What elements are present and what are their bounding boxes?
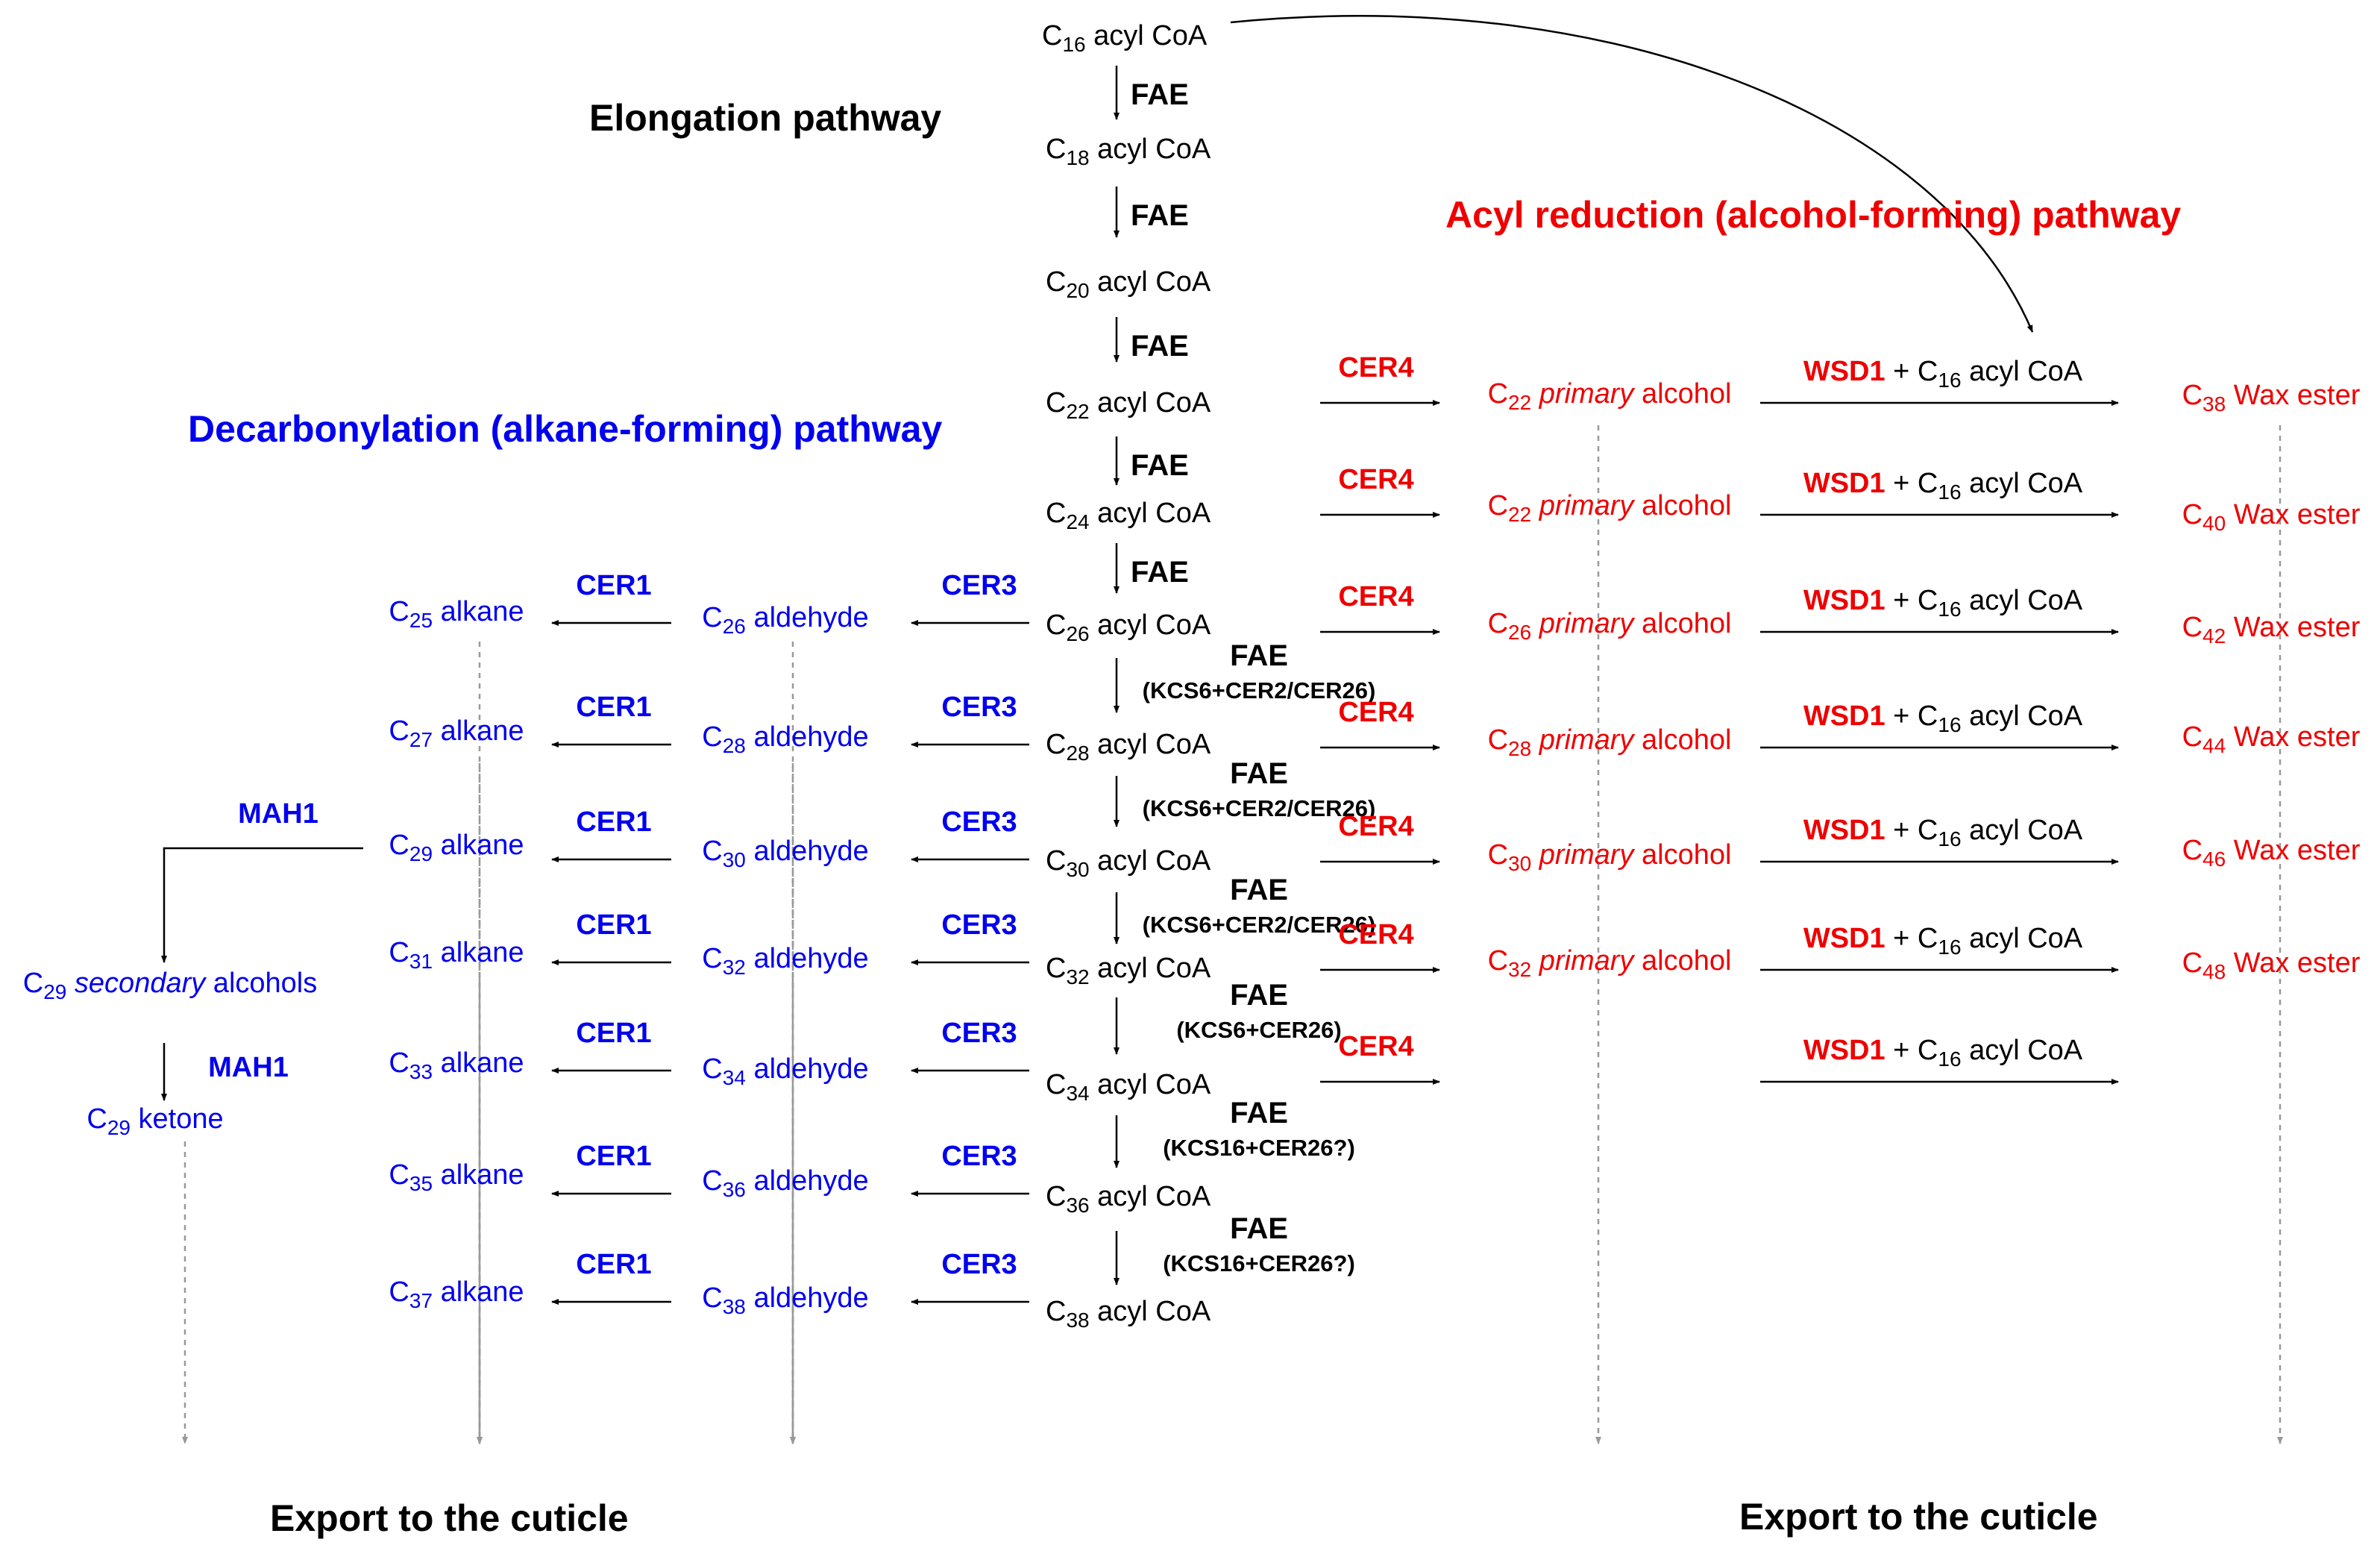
acyl-coa-28: C28 acyl CoA [1046, 729, 1211, 765]
wsd1-label-5: WSD1 + C16 acyl CoA [1803, 923, 2083, 959]
aldehyde-38: C38 aldehyde [702, 1282, 868, 1318]
cer1-label-36: CER1 [576, 1141, 651, 1172]
fae-label-0: FAE [1131, 78, 1189, 111]
export-left-title: Export to the cuticle [270, 1497, 629, 1539]
fae-sub-6: (KCS6+CER2/CER26) [1143, 795, 1376, 821]
cer3-label-26: CER3 [941, 570, 1017, 601]
start-acyl-coa: C16 acyl CoA [1042, 20, 1208, 56]
acyl-coa-22: C22 acyl CoA [1046, 387, 1211, 423]
cer1-label-32: CER1 [576, 909, 651, 941]
export-right-title: Export to the cuticle [1739, 1496, 2098, 1538]
mah1-label-1: MAH1 [238, 798, 318, 830]
primary-alcohol-1: C22 primary alcohol [1488, 490, 1732, 526]
aldehyde-34: C34 aldehyde [702, 1053, 868, 1089]
cer1-label-26: CER1 [576, 570, 651, 601]
aldehyde-30: C30 aldehyde [702, 836, 868, 871]
alkane-29: C29 alkane [389, 830, 524, 865]
alkane-27: C27 alkane [389, 715, 524, 751]
primary-alcohol-0: C22 primary alcohol [1488, 378, 1732, 414]
mah1-arrow-1 [161, 847, 363, 963]
cer4-label-0: CER4 [1338, 352, 1413, 383]
fae-label-3: FAE [1131, 449, 1189, 482]
elongation-pathway-title: Elongation pathway [589, 97, 941, 139]
wsd1-label-0: WSD1 + C16 acyl CoA [1803, 356, 2083, 392]
ketone: C29 ketone [87, 1103, 223, 1139]
acyl-coa-34: C34 acyl CoA [1046, 1069, 1211, 1105]
fae-label-2: FAE [1131, 330, 1189, 363]
wax-ester-48: C48 Wax ester [2182, 947, 2361, 983]
acyl-coa-30: C30 acyl CoA [1046, 845, 1211, 881]
wax-ester-40: C40 Wax ester [2182, 499, 2361, 535]
cer1-label-38: CER1 [576, 1249, 651, 1280]
fae-label-1: FAE [1131, 199, 1189, 232]
acyl-coa-20: C20 acyl CoA [1046, 266, 1211, 302]
cer3-label-34: CER3 [941, 1018, 1017, 1049]
fae-label-6: FAE [1230, 757, 1288, 790]
cer1-label-34: CER1 [576, 1018, 651, 1049]
secondary-alcohols: C29 secondary alcohols [23, 968, 317, 1003]
wsd1-label-1: WSD1 + C16 acyl CoA [1803, 468, 2083, 504]
alkane-37: C37 alkane [389, 1276, 524, 1312]
acyl-coa-18: C18 acyl CoA [1046, 134, 1211, 169]
alkane-33: C33 alkane [389, 1047, 524, 1083]
cer3-label-36: CER3 [941, 1141, 1017, 1172]
aldehyde-36: C36 aldehyde [702, 1165, 868, 1201]
cer4-label-5: CER4 [1338, 919, 1413, 950]
alkane-pathway-title: Decarbonylation (alkane-forming) pathway [188, 408, 942, 450]
aldehyde-32: C32 aldehyde [702, 943, 868, 979]
fae-label-8: FAE [1230, 979, 1288, 1012]
wax-ester-44: C44 Wax ester [2182, 721, 2361, 757]
alkane-31: C31 alkane [389, 937, 524, 973]
acyl-coa-24: C24 acyl CoA [1046, 498, 1211, 533]
fae-label-7: FAE [1230, 874, 1288, 906]
acyl-coa-36: C36 acyl CoA [1046, 1181, 1211, 1217]
cer1-label-30: CER1 [576, 806, 651, 838]
primary-alcohol-5: C32 primary alcohol [1488, 945, 1732, 981]
wsd1-label-6: WSD1 + C16 acyl CoA [1803, 1035, 2083, 1071]
alkane-25: C25 alkane [389, 596, 524, 632]
aldehyde-26: C26 aldehyde [702, 602, 868, 638]
cer1-label-28: CER1 [576, 692, 651, 723]
fae-sub-8: (KCS6+CER26) [1176, 1017, 1341, 1043]
cer4-label-3: CER4 [1338, 697, 1413, 728]
fae-sub-5: (KCS6+CER2/CER26) [1143, 677, 1376, 704]
fae-sub-9: (KCS16+CER26?) [1163, 1135, 1355, 1161]
acyl-coa-26: C26 acyl CoA [1046, 610, 1211, 645]
wsd1-label-2: WSD1 + C16 acyl CoA [1803, 585, 2083, 621]
cer3-label-32: CER3 [941, 909, 1017, 941]
alkane-35: C35 alkane [389, 1159, 524, 1195]
fae-label-5: FAE [1230, 639, 1288, 672]
cer4-label-2: CER4 [1338, 581, 1413, 612]
wsd1-label-3: WSD1 + C16 acyl CoA [1803, 701, 2083, 736]
wax-ester-38: C38 Wax ester [2182, 380, 2361, 416]
wsd1-label-4: WSD1 + C16 acyl CoA [1803, 815, 2083, 850]
cer3-label-28: CER3 [941, 692, 1017, 723]
fae-label-4: FAE [1131, 556, 1189, 589]
fae-sub-7: (KCS6+CER2/CER26) [1143, 912, 1376, 938]
primary-alcohol-4: C30 primary alcohol [1488, 839, 1732, 875]
fae-label-10: FAE [1230, 1212, 1288, 1245]
connector-lines [161, 15, 2283, 1444]
wax-ester-46: C46 Wax ester [2182, 835, 2361, 871]
cer4-label-6: CER4 [1338, 1031, 1413, 1062]
acyl-coa-32: C32 acyl CoA [1046, 953, 1211, 988]
cer4-label-4: CER4 [1338, 811, 1413, 842]
aldehyde-28: C28 aldehyde [702, 721, 868, 757]
c16-to-wsd1-curve [1230, 15, 2034, 333]
cer3-label-30: CER3 [941, 806, 1017, 838]
primary-alcohol-3: C28 primary alcohol [1488, 724, 1732, 760]
acyl-coa-38: C38 acyl CoA [1046, 1296, 1211, 1332]
fae-sub-10: (KCS16+CER26?) [1163, 1250, 1355, 1276]
fae-label-9: FAE [1230, 1097, 1288, 1129]
cer3-label-38: CER3 [941, 1249, 1017, 1280]
primary-alcohol-2: C26 primary alcohol [1488, 608, 1732, 644]
wax-ester-42: C42 Wax ester [2182, 612, 2361, 648]
alcohol-pathway-title: Acyl reduction (alcohol-forming) pathway [1445, 194, 2181, 236]
cer4-label-1: CER4 [1338, 464, 1413, 495]
mah1-label-2: MAH1 [208, 1052, 289, 1083]
